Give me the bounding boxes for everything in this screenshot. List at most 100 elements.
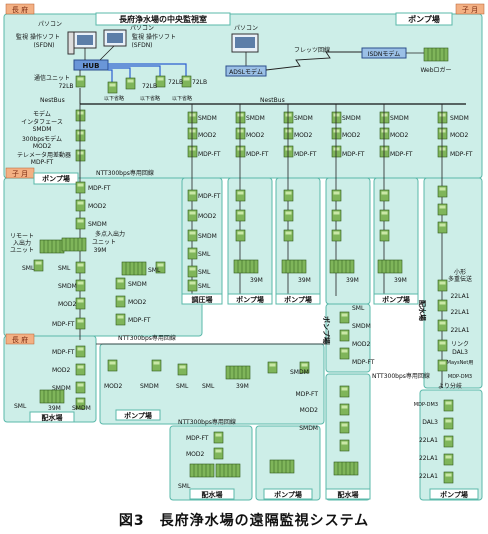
mdpft-A: MDP-FT [198,151,221,158]
header-haisuiV: 配水場 [418,300,427,321]
nestbus-label-1: NestBus [40,97,65,104]
lb-label-2: 72LB [168,79,183,86]
m300-label-2: MOD2 [33,143,52,150]
ika-2: 以下省略 [140,95,160,102]
header-pumpV: ポンプ場 [322,316,331,344]
l22-P5c: 22LA1 [419,473,438,480]
tag-chofu-top-text: 長 府 [12,5,28,14]
mod2-L3: MOD2 [128,299,147,306]
panel-pumpE [423,177,483,389]
sml-P3: SML [176,383,189,390]
mod2-D: MOD2 [342,132,361,139]
mod2-B: MOD2 [246,132,265,139]
modem-label-1: モデム [33,110,51,118]
dal3-P5: DAL3 [422,419,438,426]
mdpft-H1: MDP-FT [52,349,75,356]
panel-pumpB [275,177,321,305]
col-pumpB [281,104,307,296]
sml-V: SML [352,305,365,312]
mod2-H1: MOD2 [52,367,71,374]
m39-H1: 39M [48,405,61,412]
smdm-H3: SMDM [299,425,318,432]
mod2-H3: MOD2 [300,407,319,414]
col-pumpA [233,104,259,296]
m300-label-1: 300bpsモデム [22,135,62,143]
header-central: 長府浄水場の中央監視室 [119,14,207,24]
header-pump4: ポンプ場 [274,490,302,499]
tele-label-1: テレメータ用差動器 [17,151,71,159]
mod2-V: MOD2 [352,341,371,348]
sml-col1c: SML [198,283,211,290]
mdpft-col1: MDP-FT [198,193,221,200]
adsl-label: ADSLモデム [229,68,263,76]
m39-A: 39M [250,277,263,284]
header-pump2: ポンプ場 [42,174,70,183]
modem-label-2: インタフェース [21,118,63,126]
pc1-sub2: (SFDN) [33,42,54,49]
nestbus-label-2: NestBus [260,97,285,104]
sml-P3b: SML [202,383,215,390]
mod2-L1: MOD2 [88,203,107,210]
l22-P5b: 22LA1 [419,455,438,462]
smdm-H1: SMDM [52,385,71,392]
smdm-F: SMDM [450,115,469,122]
l22-a: 22LA1 [450,293,469,300]
figure-caption: 図3 長府浄水場の遠隔監視システム [118,513,370,529]
yori-label: より分岐 [438,382,462,390]
pc1-screen [77,35,93,45]
header-pump5: ポンプ場 [440,490,468,499]
mod2-L2: MOD2 [58,301,77,308]
col-chosetsu [187,104,198,300]
col-pumpC [329,104,355,296]
tsushin-label: 通信ユニット [34,74,70,82]
header-haisui1: 配水場 [42,413,63,422]
ntt-label-3: NTT300bps専用回線 [178,418,236,426]
col-pumpE [437,104,448,388]
tag-chofu-mid-text: 長 府 [12,335,28,344]
mdpft-H2: MDP-FT [186,435,209,442]
sml-H2: SML [178,483,191,490]
pc2-screen [107,33,123,43]
mod2-F: MOD2 [450,132,469,139]
smdm-col1: SMDM [198,233,217,240]
mdpft-L2: MDP-FT [52,321,75,328]
hub-label: HUB [83,62,100,70]
smdm-P3b: SMDM [290,369,309,376]
weblogger-label: Webロガー [420,66,451,74]
mod2-col1: MOD2 [198,213,217,220]
smdm-E: SMDM [390,115,409,122]
pc2-label: パソコン [130,25,154,32]
panel-haisui2 [169,425,253,501]
smdm-L3: SMDM [128,281,147,288]
tele-label-2: MDP-FT [31,159,54,166]
small-1: 小形 [454,268,466,276]
smdm-L2: SMDM [58,283,77,290]
dal3-label: DAL3 [452,349,468,356]
ika-3: 以下省略 [172,95,192,102]
header-pumpA: ポンプ場 [236,295,264,304]
lb-label-3: 72LB [192,79,207,86]
m39-P3: 39M [236,383,249,390]
header-chosetsu: 調圧場 [192,295,213,304]
smdm-D: SMDM [342,115,361,122]
mod2-P3: MOD2 [104,383,123,390]
mdpft-D: MDP-FT [342,151,365,158]
small-2: 多重伝送 [448,275,472,283]
m39-D: 39M [394,277,407,284]
remote-label: リモート [10,233,34,240]
m39-L: 39M [94,247,107,254]
header-pumpB: ポンプ場 [284,295,312,304]
ntt-label-4: NTT300bps専用回線 [372,372,430,380]
mod2-E: MOD2 [390,132,409,139]
mdpft-F: MDP-FT [450,151,473,158]
smdm-B: SMDM [246,115,265,122]
tag-chofu-top [5,3,35,15]
smdm-L1: SMDM [88,221,107,228]
m39-B: 39M [298,277,311,284]
pc2-sub: 監視 操作ソフト [132,33,176,41]
header-pumpD: ポンプ場 [382,295,410,304]
panel-chitose [3,177,203,337]
mdpft-L1: MDP-FT [88,185,111,192]
isdn-label: ISDNモデム [368,50,401,58]
sml-col1b: SML [198,269,211,276]
